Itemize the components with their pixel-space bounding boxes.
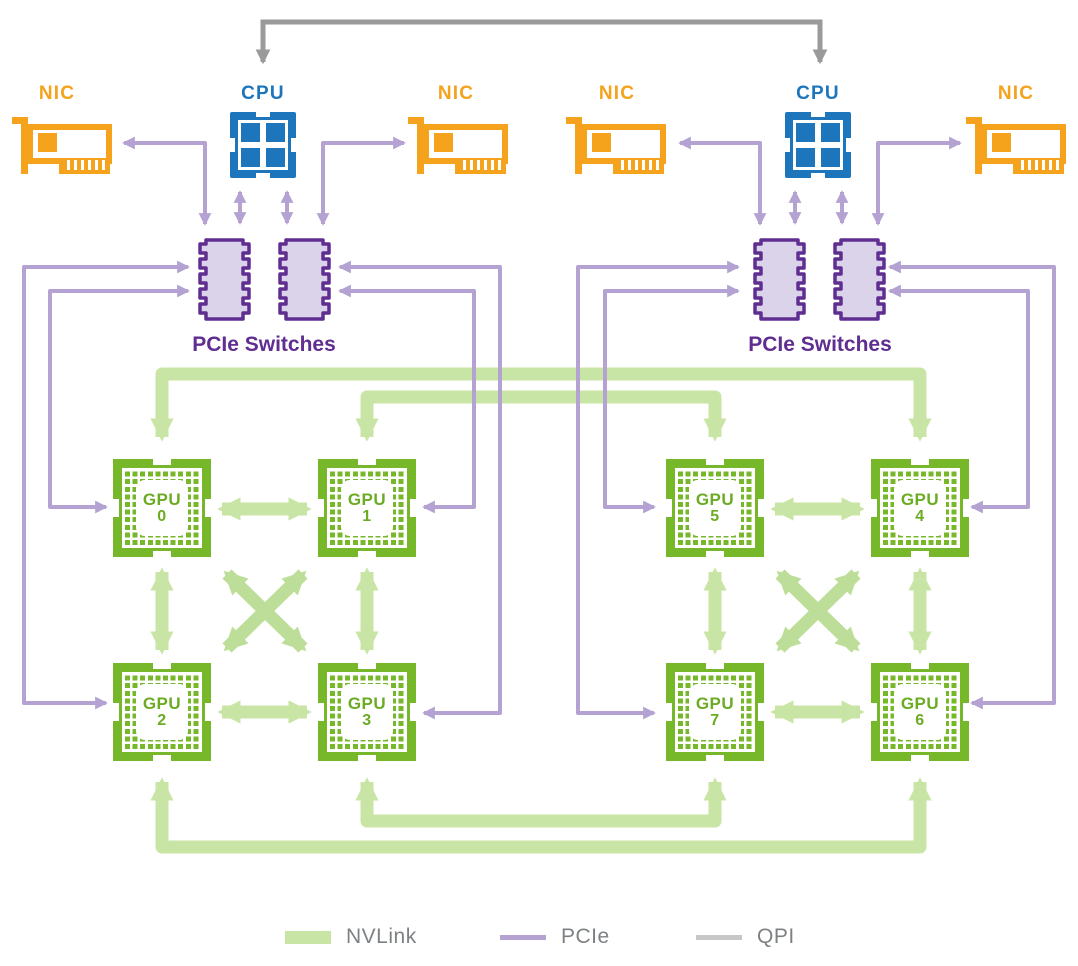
gpu-name: GPU: [695, 693, 735, 713]
gpu-id: 6: [915, 711, 925, 729]
cpu-icon: [230, 112, 296, 178]
legend-item-qpi: QPI: [696, 922, 795, 952]
nvlink-diagonal-links: [222, 569, 861, 653]
cpu-label-1: CPU: [241, 83, 285, 104]
gpu-id: 2: [157, 711, 167, 729]
nvlink-links: [150, 367, 932, 854]
nic-icon: [566, 110, 670, 174]
gpu-chip-5: GPU 5: [666, 459, 764, 557]
gpu-chip-3: GPU 3: [318, 663, 416, 761]
gpu-chip-2: GPU 2: [113, 663, 211, 761]
legend-label-qpi: QPI: [757, 925, 795, 948]
gpu-name: GPU: [900, 693, 940, 713]
nic-label-2: NIC: [437, 83, 475, 104]
gpu-chip-0: GPU 0: [113, 459, 211, 557]
legend-item-pcie: PCIe: [500, 922, 610, 952]
cpu-icon: [785, 112, 851, 178]
gpu-name: GPU: [900, 489, 940, 509]
gpu-id: 1: [362, 507, 372, 525]
legend-item-nvlink: NVLink: [285, 922, 417, 952]
pcie-switches-label-right: PCIe Switches: [748, 333, 892, 356]
gpu-name: GPU: [347, 489, 387, 509]
gpu-chip-7: GPU 7: [666, 663, 764, 761]
gpu-name: GPU: [142, 489, 182, 509]
gpu-id: 7: [710, 711, 720, 729]
legend-label-pcie: PCIe: [561, 925, 610, 948]
nic-icon: [408, 110, 512, 174]
pcie-links: [22, 136, 1056, 720]
nic-label-3: NIC: [598, 83, 636, 104]
nic-icon: [12, 110, 116, 174]
pcie-switch-icon: [753, 238, 806, 321]
legend-label-nvlink: NVLink: [346, 925, 417, 948]
pcie-switches-label-left: PCIe Switches: [192, 333, 336, 356]
nic-icon: [966, 110, 1070, 174]
gpu-name: GPU: [695, 489, 735, 509]
gpu-id: 3: [362, 711, 372, 729]
qpi-swatch: [696, 934, 742, 940]
gpu-id: 0: [157, 507, 167, 525]
pcie-switch-icon: [198, 238, 251, 321]
nvlink-swatch: [285, 930, 331, 944]
nic-label-1: NIC: [38, 83, 76, 104]
gpu-chip-4: GPU 4: [871, 459, 969, 557]
gpu-name: GPU: [142, 693, 182, 713]
qpi-link: [255, 19, 828, 65]
gpu-id: 5: [710, 507, 720, 525]
pcie-switch-icon: [833, 238, 886, 321]
pcie-swatch: [500, 934, 546, 940]
gpu-name: GPU: [347, 693, 387, 713]
cpu-label-2: CPU: [796, 83, 840, 104]
pcie-switch-icon: [278, 238, 331, 321]
nic-label-4: NIC: [997, 83, 1035, 104]
gpu-id: 4: [915, 507, 925, 525]
gpu-chip-6: GPU 6: [871, 663, 969, 761]
gpu-chip-1: GPU 1: [318, 459, 416, 557]
